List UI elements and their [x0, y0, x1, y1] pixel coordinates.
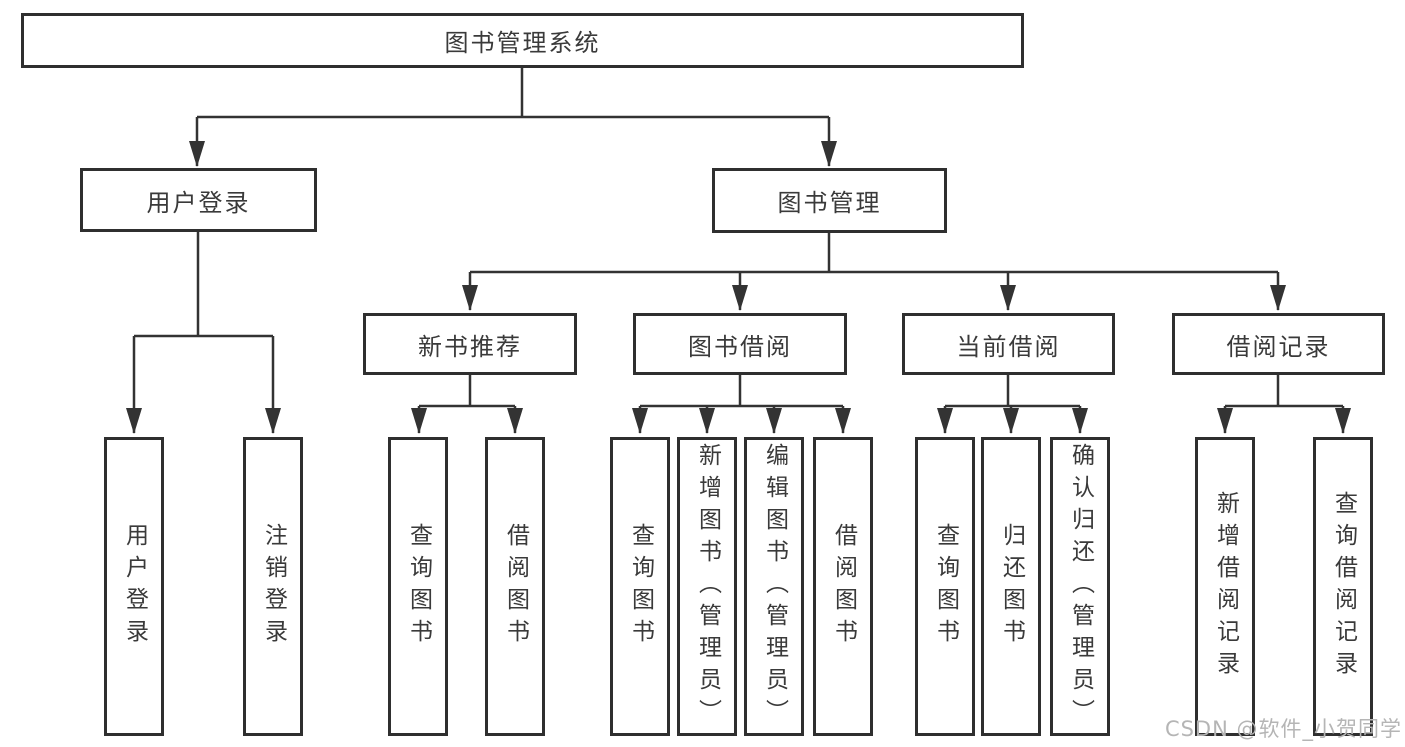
leaf-label: 用户登录 — [121, 522, 148, 651]
node-root: 图书管理系统 — [21, 13, 1024, 68]
leaf-label: 新增图书（管理员） — [694, 442, 721, 731]
leaf-records-query-record: 查询借阅记录 — [1313, 437, 1373, 736]
node-current-borrow: 当前借阅 — [902, 313, 1115, 375]
leaf-label: 归还图书 — [998, 522, 1025, 651]
leaf-label: 新增借阅记录 — [1212, 490, 1239, 683]
node-label: 新书推荐 — [418, 332, 522, 361]
node-label: 当前借阅 — [956, 332, 1061, 361]
leaf-label: 编辑图书（管理员） — [761, 442, 788, 731]
leaf-label: 借阅图书 — [830, 522, 857, 651]
node-label: 借阅记录 — [1226, 332, 1331, 361]
node-label: 图书借阅 — [688, 332, 792, 361]
leaf-borrow-borrow-books: 借阅图书 — [813, 437, 873, 736]
leaf-borrow-query-books: 查询图书 — [610, 437, 670, 736]
leaf-label: 确认归还（管理员） — [1067, 442, 1094, 731]
leaf-borrow-edit-books-admin: 编辑图书（管理员） — [744, 437, 804, 736]
node-new-book-recommend: 新书推荐 — [363, 313, 577, 375]
leaf-logout: 注销登录 — [243, 437, 303, 736]
node-user-login: 用户登录 — [80, 168, 317, 232]
leaf-user-login: 用户登录 — [104, 437, 164, 736]
leaf-borrow-add-books-admin: 新增图书（管理员） — [677, 437, 737, 736]
leaf-label: 注销登录 — [260, 522, 287, 651]
leaf-label: 查询图书 — [932, 522, 959, 651]
leaf-current-return-books: 归还图书 — [981, 437, 1041, 736]
node-book-management: 图书管理 — [712, 168, 947, 233]
leaf-current-confirm-return-admin: 确认归还（管理员） — [1050, 437, 1110, 736]
csdn-watermark: CSDN @软件_小贺同学 — [1164, 717, 1402, 741]
node-label: 图书管理系统 — [444, 29, 601, 57]
node-book-borrow: 图书借阅 — [633, 313, 847, 375]
leaf-label: 查询图书 — [627, 522, 654, 651]
node-label: 图书管理 — [777, 189, 882, 217]
leaf-label: 查询借阅记录 — [1330, 490, 1357, 683]
leaf-records-add-record: 新增借阅记录 — [1195, 437, 1255, 736]
leaf-current-query-books: 查询图书 — [915, 437, 975, 736]
node-label: 用户登录 — [146, 188, 251, 217]
node-borrow-records: 借阅记录 — [1172, 313, 1385, 375]
leaf-newbooks-borrow-books: 借阅图书 — [485, 437, 545, 736]
leaf-label: 借阅图书 — [502, 522, 529, 651]
leaf-label: 查询图书 — [405, 522, 432, 651]
leaf-newbooks-query-books: 查询图书 — [388, 437, 448, 736]
